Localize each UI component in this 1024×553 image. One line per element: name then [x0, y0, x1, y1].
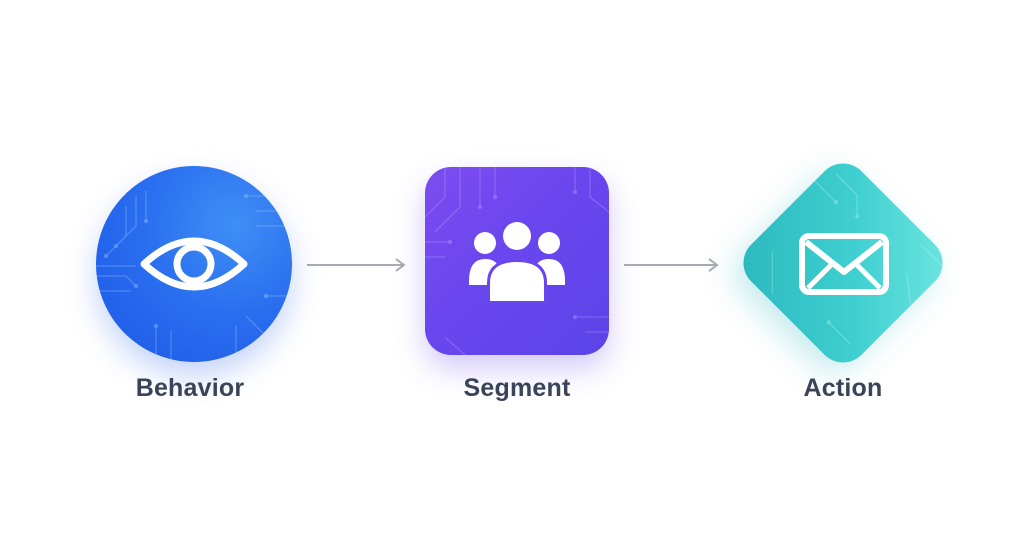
- circuit-pattern-icon: [425, 167, 609, 355]
- circuit-pattern-icon: [771, 173, 947, 344]
- arrow-right-icon: [624, 258, 719, 272]
- action-diamond-wrap: [730, 152, 956, 374]
- action-label: Action: [803, 374, 883, 402]
- envelope-icon: [799, 233, 889, 295]
- segment-square: [425, 167, 609, 355]
- behavior-circle: [96, 166, 292, 362]
- action-diamond: [732, 152, 954, 374]
- circuit-pattern-icon: [96, 191, 292, 362]
- arrow-right-icon: [307, 258, 406, 272]
- behavior-label: Behavior: [135, 374, 245, 402]
- eye-icon: [140, 237, 248, 291]
- segment-label: Segment: [463, 374, 571, 402]
- users-group-icon: [469, 220, 565, 303]
